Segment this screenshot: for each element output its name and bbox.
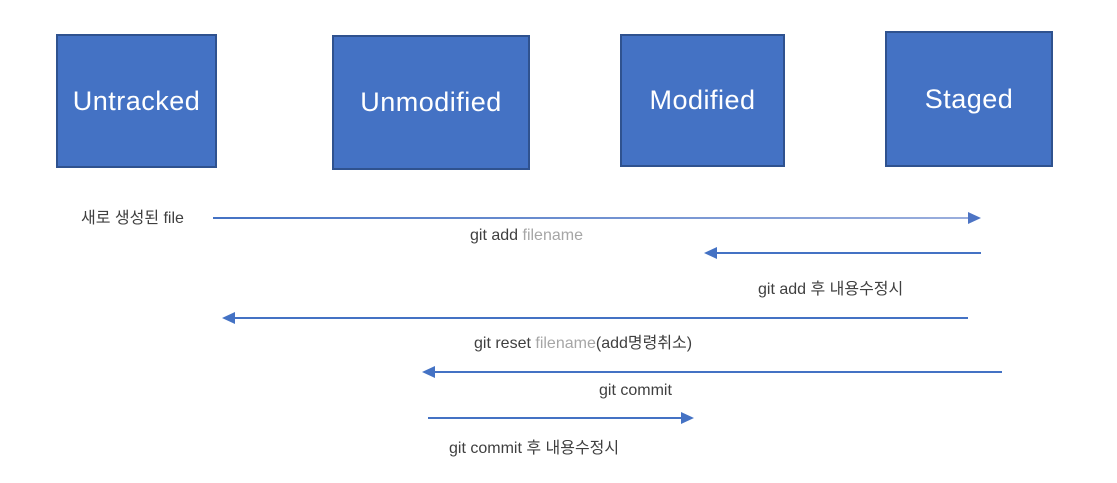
arrow-right-icon <box>968 212 981 224</box>
arrow-staged-to-modified-line <box>716 252 981 254</box>
arrow-right-icon <box>681 412 694 424</box>
label-git-reset-cmd: git reset <box>474 335 531 352</box>
state-label-staged: Staged <box>924 83 1014 114</box>
label-git-reset-arg: filename <box>535 335 596 352</box>
label-git-add: git add filename <box>470 227 583 245</box>
label-git-add-cmd: git add <box>470 227 519 244</box>
arrow-left-icon <box>222 312 235 324</box>
state-box-unmodified: Unmodified <box>332 35 530 170</box>
state-box-modified: Modified <box>620 34 785 167</box>
label-git-add-arg: filename <box>522 227 583 244</box>
label-git-commit: git commit <box>599 382 672 399</box>
label-git-reset-note: (add명령취소) <box>595 335 693 352</box>
state-label-modified: Modified <box>649 85 756 115</box>
label-git-reset: git reset filename(add명령취소) <box>474 329 692 353</box>
state-box-untracked: Untracked <box>56 34 217 168</box>
arrow-staged-to-untracked-line <box>234 317 968 319</box>
state-label-unmodified: Unmodified <box>360 87 502 117</box>
state-label-untracked: Untracked <box>72 85 201 116</box>
label-modify-after-commit: git commit 후 내용수정시 <box>449 440 620 457</box>
arrow-untracked-to-staged-line <box>213 217 969 219</box>
arrow-staged-to-unmodified-line <box>434 371 1002 373</box>
label-new-file: 새로 생성된 file <box>81 210 184 227</box>
state-box-staged: Staged <box>885 31 1053 167</box>
arrow-left-icon <box>422 366 435 378</box>
arrow-left-icon <box>704 247 717 259</box>
label-modify-after-add: git add 후 내용수정시 <box>758 281 904 298</box>
arrow-unmodified-to-modified-line <box>428 417 682 419</box>
